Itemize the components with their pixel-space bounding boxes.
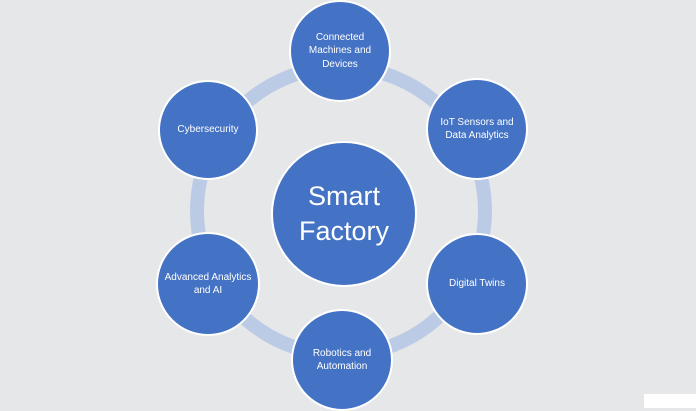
node-label: Advanced Analytics and AI [164,271,252,297]
node-cybersecurity: Cybersecurity [158,80,258,180]
corner-tab [644,394,696,408]
node-label: IoT Sensors and Data Analytics [440,116,514,142]
node-robotics-automation: Robotics and Automation [291,309,393,411]
center-label-line2: Factory [298,216,390,246]
node-label: Connected Machines and Devices [308,31,372,70]
node-iot-sensors: IoT Sensors and Data Analytics [426,78,528,180]
node-label: Cybersecurity [177,124,239,136]
node-advanced-analytics-ai: Advanced Analytics and AI [156,232,260,336]
node-connected-machines: Connected Machines and Devices [289,0,391,102]
center-node-smart-factory: Smart Factory [271,141,417,287]
node-label: Robotics and Automation [312,347,372,373]
center-label: Smart Factory [299,179,389,249]
center-label-line1: Smart [307,180,380,211]
node-label: Digital Twins [449,278,505,290]
node-digital-twins: Digital Twins [426,233,528,335]
